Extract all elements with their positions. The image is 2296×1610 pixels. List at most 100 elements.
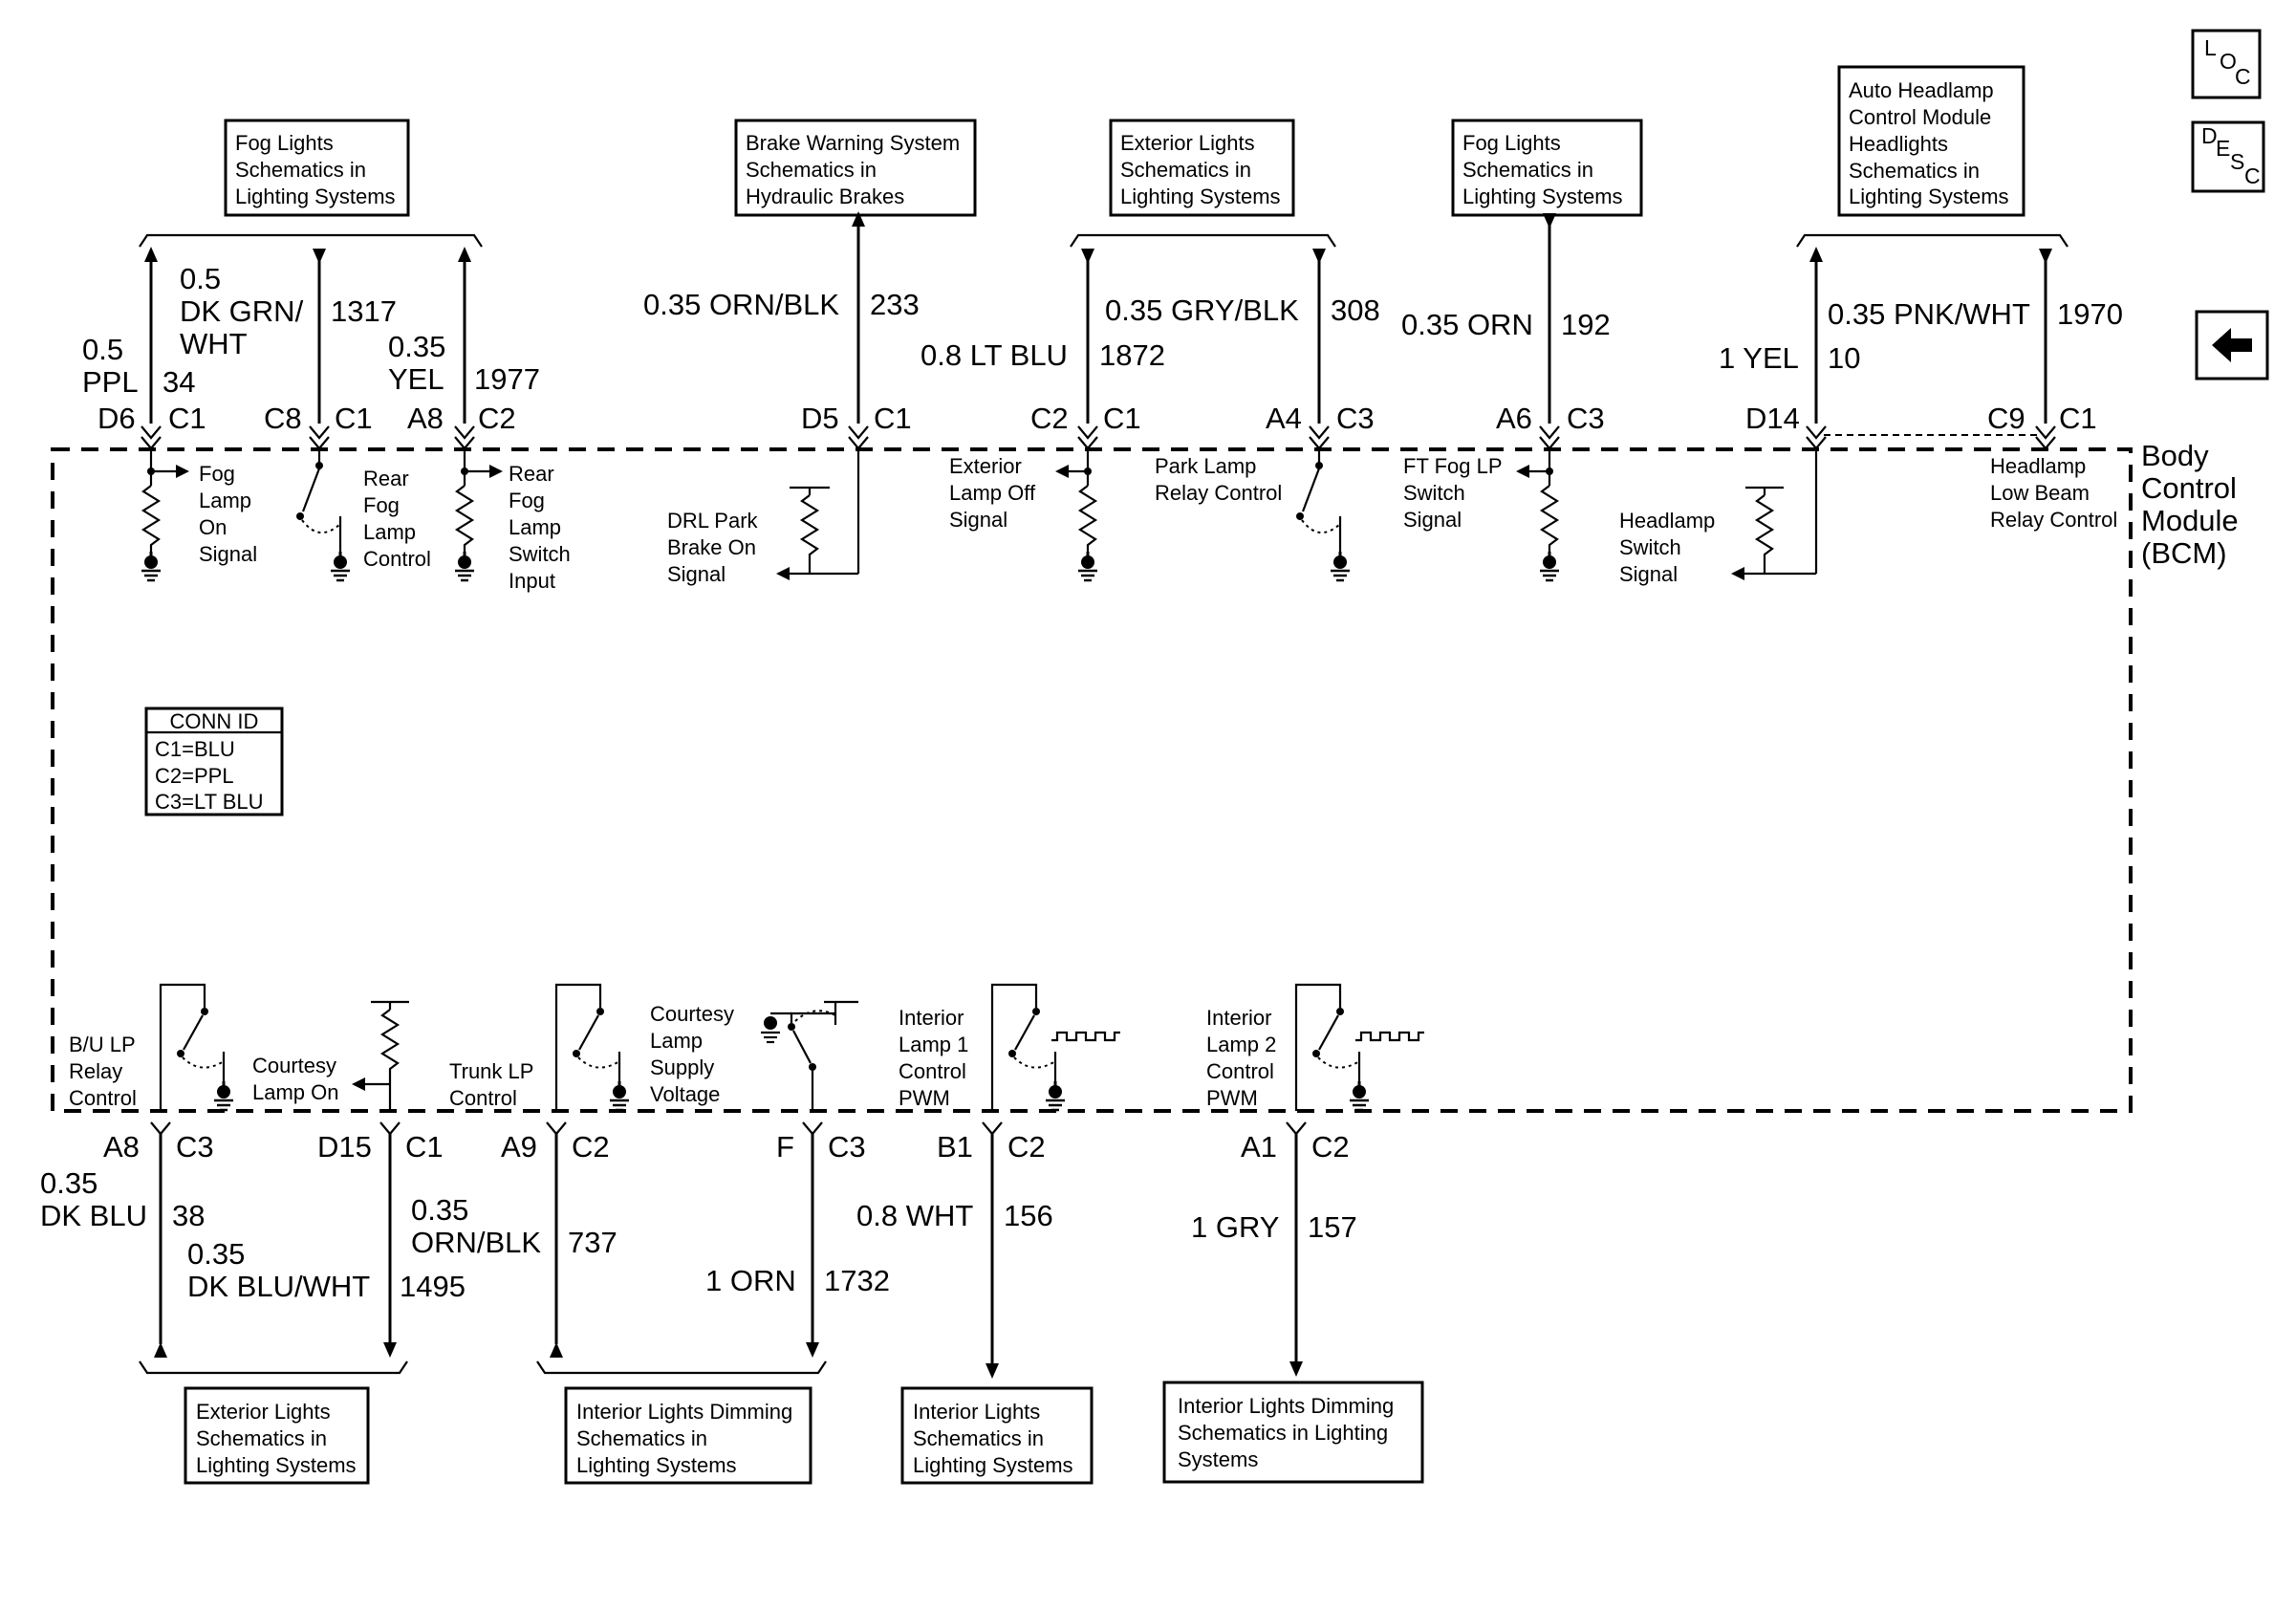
ref-box-interior-dimming-2[interactable]: Interior Lights Dimming Schematics in Li…: [1162, 1381, 1424, 1484]
ref-box-fog-lights-1[interactable]: Fog Lights Schematics in Lighting System…: [224, 119, 410, 217]
svg-text:C1: C1: [335, 402, 373, 435]
svg-text:Control: Control: [1206, 1059, 1274, 1083]
svg-text:Brake Warning System: Brake Warning System: [746, 131, 960, 155]
svg-text:Signal: Signal: [949, 508, 1007, 532]
svg-text:On: On: [199, 515, 227, 539]
svg-text:Fog: Fog: [363, 493, 400, 517]
svg-text:L: L: [2204, 35, 2217, 60]
svg-text:A6: A6: [1496, 402, 1532, 435]
svg-text:Control: Control: [2141, 471, 2237, 505]
svg-text:Schematics in: Schematics in: [235, 158, 366, 182]
svg-text:Interior Lights: Interior Lights: [913, 1400, 1040, 1424]
ref-box-exterior-lights-top[interactable]: Exterior Lights Schematics in Lighting S…: [1109, 119, 1295, 217]
svg-text:233: 233: [870, 288, 920, 321]
svg-text:0.8 WHT: 0.8 WHT: [856, 1199, 973, 1232]
svg-text:WHT: WHT: [180, 327, 248, 360]
svg-text:1872: 1872: [1099, 338, 1165, 372]
svg-text:C1: C1: [2059, 402, 2097, 435]
svg-text:Relay: Relay: [69, 1059, 122, 1083]
svg-text:DK GRN/: DK GRN/: [180, 294, 304, 328]
bcm-bottom-signal-labels: B/U LP Relay Control Courtesy Lamp On Tr…: [69, 1002, 1276, 1110]
svg-text:B1: B1: [937, 1130, 973, 1164]
svg-text:O: O: [2220, 49, 2237, 74]
svg-text:C1: C1: [405, 1130, 444, 1164]
back-button[interactable]: [2195, 310, 2269, 381]
svg-text:Switch: Switch: [1403, 481, 1465, 505]
svg-text:E: E: [2216, 136, 2230, 161]
svg-text:D14: D14: [1745, 402, 1800, 435]
svg-text:Brake On: Brake On: [667, 535, 756, 559]
svg-text:Headlights: Headlights: [1849, 132, 1948, 156]
svg-text:Lamp: Lamp: [199, 489, 251, 512]
svg-text:Schematics in: Schematics in: [746, 158, 877, 182]
svg-text:Relay Control: Relay Control: [1990, 508, 2117, 532]
ref-box-exterior-lights-bottom[interactable]: Exterior Lights Schematics in Lighting S…: [184, 1386, 370, 1485]
ref-box-brake-warning[interactable]: Brake Warning System Schematics in Hydra…: [734, 119, 977, 217]
svg-text:Control Module: Control Module: [1849, 105, 1991, 129]
ref-box-fog-lights-2[interactable]: Fog Lights Schematics in Lighting System…: [1451, 119, 1643, 217]
svg-text:C: C: [2244, 163, 2261, 188]
svg-text:Lighting Systems: Lighting Systems: [1849, 185, 2009, 208]
svg-text:Schematics in: Schematics in: [913, 1426, 1044, 1450]
svg-text:Lighting Systems: Lighting Systems: [196, 1453, 357, 1477]
svg-text:Exterior Lights: Exterior Lights: [196, 1400, 331, 1424]
svg-text:C8: C8: [264, 402, 302, 435]
svg-text:Switch: Switch: [1619, 535, 1681, 559]
svg-text:C3=LT BLU: C3=LT BLU: [155, 790, 264, 814]
svg-text:Interior Lights Dimming: Interior Lights Dimming: [576, 1400, 792, 1424]
ref-box-auto-headlamp[interactable]: Auto Headlamp Control Module Headlights …: [1837, 65, 2025, 217]
svg-text:A9: A9: [501, 1130, 537, 1164]
svg-text:1 ORN: 1 ORN: [705, 1264, 796, 1297]
svg-text:Courtesy: Courtesy: [252, 1054, 336, 1077]
svg-text:C2: C2: [1311, 1130, 1350, 1164]
svg-text:C3: C3: [1336, 402, 1375, 435]
desc-button[interactable]: D E S C: [2191, 120, 2265, 193]
svg-text:0.35: 0.35: [40, 1166, 97, 1200]
svg-text:1977: 1977: [474, 362, 540, 396]
svg-text:Module: Module: [2141, 504, 2239, 537]
svg-text:Lighting Systems: Lighting Systems: [913, 1453, 1073, 1477]
svg-text:C2=PPL: C2=PPL: [155, 764, 234, 788]
svg-text:Headlamp: Headlamp: [1619, 509, 1715, 533]
svg-text:D15: D15: [317, 1130, 372, 1164]
svg-text:D6: D6: [97, 402, 136, 435]
svg-text:38: 38: [172, 1199, 205, 1232]
svg-text:F: F: [776, 1130, 794, 1164]
svg-text:Park Lamp: Park Lamp: [1155, 454, 1256, 478]
svg-text:C3: C3: [828, 1130, 866, 1164]
svg-text:C1=BLU: C1=BLU: [155, 737, 235, 761]
svg-text:PPL: PPL: [82, 365, 139, 399]
svg-text:0.8 LT BLU: 0.8 LT BLU: [921, 338, 1068, 372]
top-brackets: [139, 233, 2069, 248]
svg-text:B/U LP: B/U LP: [69, 1033, 136, 1056]
svg-text:Switch: Switch: [509, 542, 571, 566]
svg-text:Courtesy: Courtesy: [650, 1002, 734, 1026]
svg-text:157: 157: [1308, 1210, 1357, 1244]
loc-button[interactable]: L O C: [2191, 29, 2262, 99]
ref-box-interior-dimming-1[interactable]: Interior Lights Dimming Schematics in Li…: [564, 1386, 812, 1485]
bottom-brackets: [139, 1360, 827, 1375]
svg-text:(BCM): (BCM): [2141, 536, 2227, 570]
top-wire-labels: 0.5 PPL 34 D6 C1 0.5 DK GRN/ WHT 1317 C8…: [82, 262, 2123, 435]
svg-text:Schematics in: Schematics in: [576, 1426, 707, 1450]
svg-text:C: C: [2235, 64, 2251, 89]
svg-text:C2: C2: [1007, 1130, 1046, 1164]
svg-text:A1: A1: [1241, 1130, 1277, 1164]
ref-box-interior-lights[interactable]: Interior Lights Schematics in Lighting S…: [900, 1386, 1094, 1485]
svg-text:Interior: Interior: [1206, 1006, 1271, 1030]
svg-text:Control: Control: [449, 1086, 517, 1110]
svg-text:Fog Lights: Fog Lights: [235, 131, 334, 155]
svg-text:Interior Lights Dimming: Interior Lights Dimming: [1178, 1394, 1394, 1418]
svg-text:Signal: Signal: [199, 542, 257, 566]
svg-text:S: S: [2230, 149, 2244, 174]
svg-text:PWM: PWM: [1206, 1086, 1258, 1110]
svg-text:YEL: YEL: [388, 362, 444, 396]
svg-text:C3: C3: [1567, 402, 1605, 435]
svg-text:Lighting Systems: Lighting Systems: [1462, 185, 1623, 208]
svg-text:Hydraulic Brakes: Hydraulic Brakes: [746, 185, 904, 208]
svg-text:ORN/BLK: ORN/BLK: [411, 1226, 541, 1259]
svg-text:Lamp: Lamp: [363, 520, 416, 544]
svg-text:Fog Lights: Fog Lights: [1462, 131, 1561, 155]
svg-text:0.35: 0.35: [411, 1193, 468, 1227]
